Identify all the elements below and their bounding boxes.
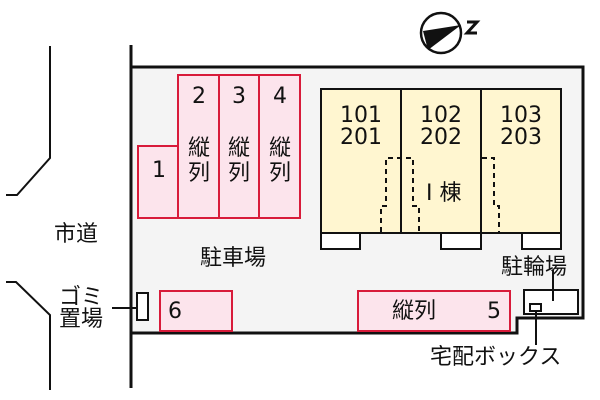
parking-lot-label: 駐車場 (200, 246, 267, 271)
trash-box (136, 292, 149, 321)
road-edge-upper (6, 46, 51, 196)
slot-number: 2 (192, 84, 206, 109)
slot-note: 縦列 (187, 136, 210, 186)
slot-number: 6 (168, 299, 182, 324)
balcony-tab-3 (521, 232, 562, 250)
delivery-box (529, 303, 542, 312)
balcony-tab-1 (320, 232, 361, 250)
parking-slot-4: 4 縦列 (258, 74, 301, 219)
slot-note: 縦列 (392, 299, 437, 324)
slot-number: 4 (273, 84, 287, 109)
parking-slot-1: 1 (137, 145, 179, 219)
slot-note: 縦列 (268, 136, 291, 186)
slot-number: 5 (487, 299, 501, 324)
parking-slot-2: 2 縦列 (177, 74, 220, 219)
lot-boundary (129, 45, 585, 388)
road-edge-lower (6, 281, 51, 390)
north-arrow-icon (419, 11, 481, 55)
building-name: I 棟 (426, 181, 462, 206)
trash-label: ゴミ置場 (59, 285, 104, 332)
road-label: 市道 (54, 222, 99, 247)
slot-number: 3 (232, 84, 246, 109)
slot-note: 縦列 (227, 136, 250, 186)
delivery-box-label: 宅配ボックス (430, 345, 562, 370)
parking-slot-3: 3 縦列 (218, 74, 260, 219)
bicycle-parking-label: 駐輪場 (501, 255, 568, 280)
parking-slot-6: 6 (159, 290, 233, 332)
slot-number: 1 (152, 158, 166, 183)
balcony-tab-2 (440, 232, 482, 250)
parking-slot-5: 縦列 5 (357, 290, 511, 332)
